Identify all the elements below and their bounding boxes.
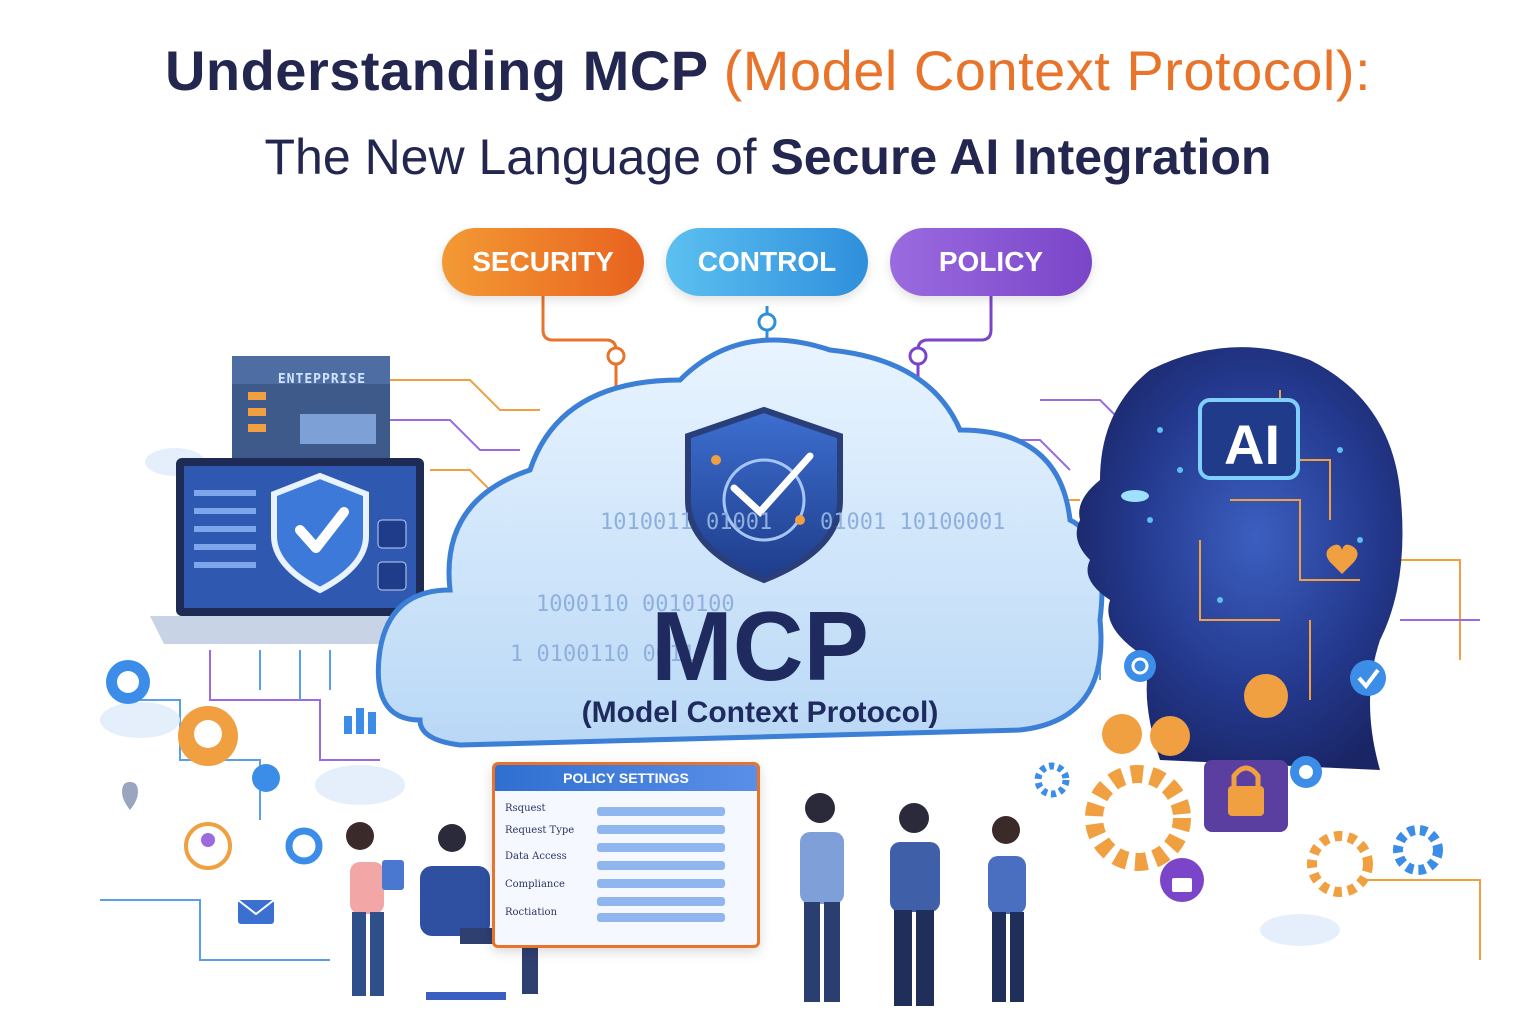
enterprise-server-label: ENTEPPRISE (277, 372, 367, 387)
policy-row-label: Data Access (505, 851, 567, 862)
mcp-heading: MCP (651, 591, 869, 701)
mcp-subheading: (Model Context Protocol) (581, 696, 939, 729)
page-subtitle: The New Language of Secure AI Integratio… (0, 128, 1536, 186)
gear-icon-blue (1393, 825, 1443, 875)
binary-line-4: 1 0100110 0011 (510, 642, 696, 667)
settings-gear-icon (1034, 762, 1070, 798)
orange-badge-icons (1102, 674, 1288, 756)
policy-bar (597, 825, 725, 834)
cloud-link-icon (252, 764, 280, 792)
lightbulb-icon (178, 706, 238, 766)
policy-row-label: Request Type (505, 825, 575, 836)
heart-icon (1326, 544, 1358, 574)
lock-icon (1204, 760, 1288, 832)
policy-bar (597, 861, 725, 870)
policy-bar (597, 897, 725, 906)
lock-badge-icon (1160, 858, 1204, 902)
circuit-traces-left (100, 379, 540, 961)
refresh-badge-icon (1124, 650, 1156, 682)
ring-icon (285, 827, 323, 865)
ai-head-icon (1076, 347, 1403, 770)
policy-bar (597, 843, 725, 852)
mcp-shield-icon (685, 406, 843, 584)
security-pill: SECURITY (442, 228, 644, 296)
user-badge-icon (184, 822, 232, 870)
policy-bar (597, 913, 725, 922)
enterprise-server-icon (232, 356, 390, 464)
page-title: Understanding MCP (Model Context Protoco… (0, 38, 1536, 103)
check-badge-icon (1350, 660, 1386, 696)
subtitle-pre: The New Language of (264, 129, 771, 185)
ai-label: AI (1224, 413, 1280, 476)
policy-pill: POLICY (890, 228, 1092, 296)
clock-gear-icon (106, 660, 150, 704)
control-pill: CONTROL (666, 228, 868, 296)
policy-settings-title: POLICY SETTINGS (495, 765, 757, 791)
person-man-phone (800, 793, 844, 1002)
policy-row-label: Compliance (505, 879, 565, 890)
person-woman-tablet (346, 822, 404, 996)
person-woman-phone (988, 816, 1026, 1002)
person-man-standing (890, 803, 940, 1006)
clock-badge-icon (1290, 756, 1322, 788)
gear-icon-small (1307, 831, 1373, 897)
location-pin-icon (122, 782, 138, 810)
title-accent: (Model Context Protocol): (723, 39, 1372, 102)
mail-icon (237, 899, 275, 924)
subtitle-bold: Secure AI Integration (770, 129, 1272, 185)
policy-bar (597, 879, 725, 888)
gear-icon-large (1085, 765, 1191, 871)
policy-settings-panel: POLICY SETTINGS Rsquest Request Type Dat… (492, 762, 760, 948)
chart-icon (344, 708, 376, 734)
background-clouds (100, 448, 1340, 946)
laptop-icon (150, 458, 450, 644)
binary-line-2: 01001 10100001 (820, 510, 1006, 535)
title-main: Understanding MCP (164, 39, 724, 102)
binary-line-3: 1000110 0010100 (536, 592, 735, 617)
policy-bar (597, 807, 725, 816)
binary-line-1: 1010011 01001 (600, 510, 773, 535)
policy-row-label: Rsquest (505, 803, 546, 814)
policy-row-label: Roctiation (505, 907, 558, 918)
